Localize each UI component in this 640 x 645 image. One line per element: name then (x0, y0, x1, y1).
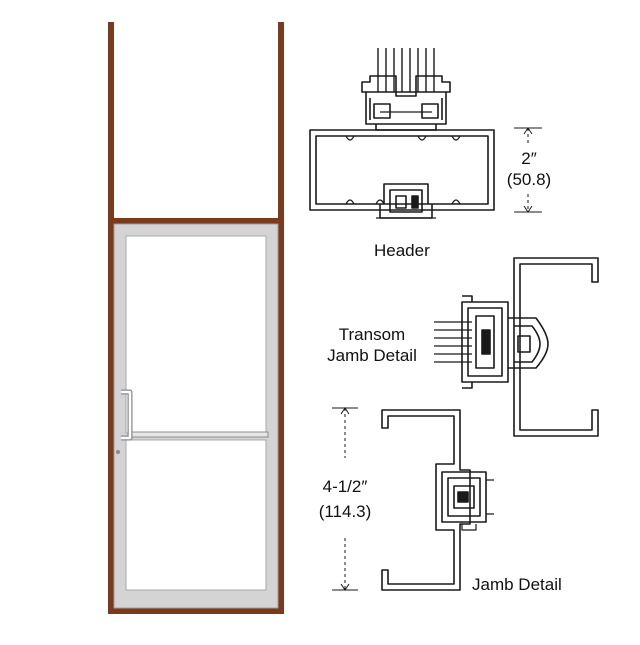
jamb-dimension-text: 4-1/2″ (114.3) (306, 476, 384, 522)
header-label: Header (374, 241, 430, 260)
transom-label-line2: Jamb Detail (327, 346, 417, 365)
transom-label: Transom Jamb Detail (320, 324, 424, 366)
outer-frame (108, 22, 284, 614)
transom-glazing (434, 321, 472, 363)
door-glass-upper (125, 235, 267, 434)
header-dimension (514, 127, 542, 213)
jamb-dimension-mm: (114.3) (318, 502, 372, 521)
transom-jamb-section (434, 257, 599, 437)
lock-cylinder (116, 450, 120, 454)
jamb-section (381, 409, 494, 591)
push-bar (127, 431, 269, 438)
header-section (309, 48, 495, 219)
header-glazing (377, 48, 435, 92)
jamb-dimension (332, 407, 358, 591)
jamb-dimension-inches: 4-1/2″ (322, 477, 368, 496)
header-dimension-mm: (50.8) (506, 170, 552, 189)
jamb-detail-label: Jamb Detail (472, 575, 562, 594)
transom-label-line1: Transom (338, 325, 406, 344)
header-dimension-text: 2″ (50.8) (502, 148, 556, 190)
header-dimension-inches: 2″ (521, 149, 537, 168)
door-glass-lower (125, 439, 267, 591)
door-elevation (108, 22, 284, 614)
